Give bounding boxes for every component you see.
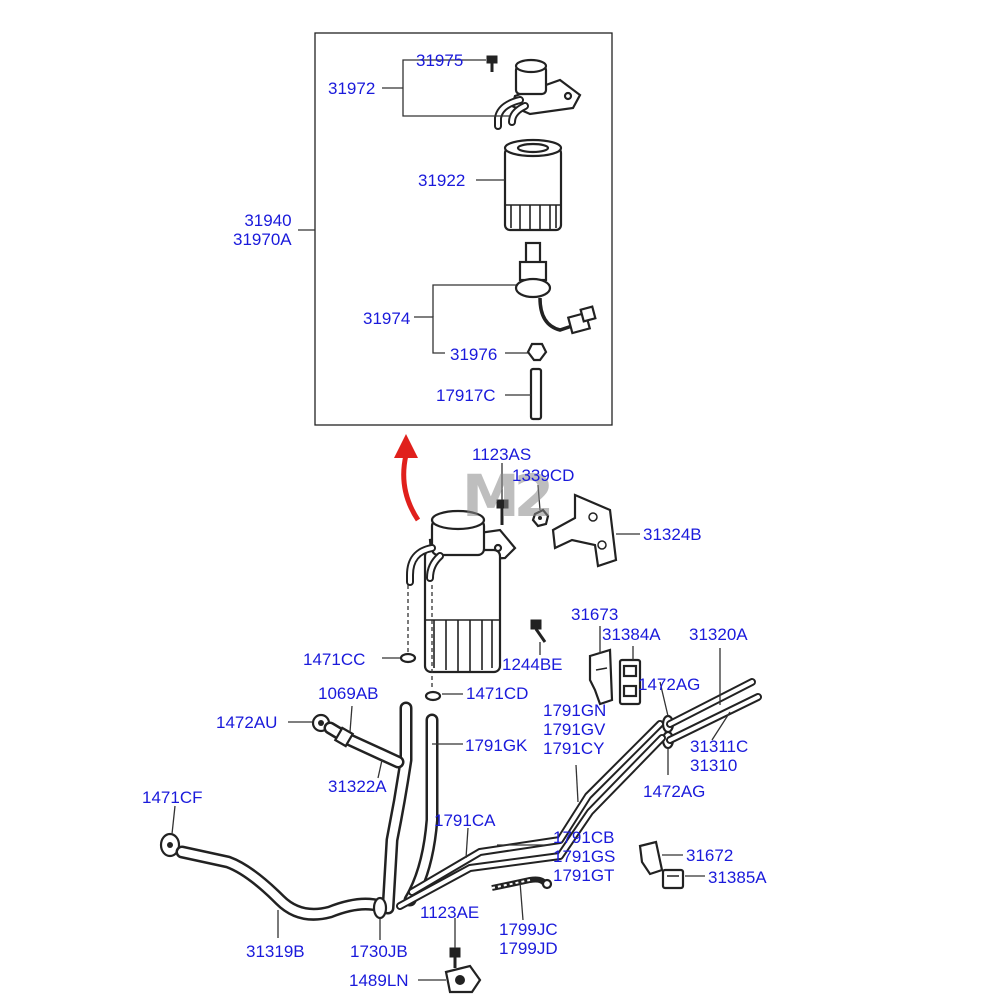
label-1472ag-top: 1472AG	[638, 675, 701, 694]
red-arrow-head	[394, 434, 418, 458]
label-1123as: 1123AS	[472, 445, 532, 464]
label-31672: 31672	[686, 846, 734, 865]
label-31311c-31310: 31311C 31310	[690, 737, 749, 775]
clip-31673	[588, 648, 614, 706]
bolt-part	[486, 55, 498, 72]
label-1791gn-gv-cy: 1791GN 1791GV 1791CY	[543, 701, 607, 758]
label-1730jb: 1730JB	[350, 942, 408, 961]
label-31922: 31922	[418, 171, 466, 190]
label-31976: 31976	[450, 345, 498, 364]
label-31974: 31974	[363, 309, 411, 328]
watermark-logo: M2	[462, 462, 554, 530]
label-31384a: 31384A	[602, 625, 661, 644]
filter-assembly-part	[406, 509, 517, 674]
nut-1339cd	[531, 508, 550, 528]
label-1339cd: 1339CD	[512, 466, 575, 485]
label-1244be: 1244BE	[502, 655, 563, 674]
label-31975: 31975	[416, 51, 464, 70]
label-1791ca: 1791CA	[434, 811, 496, 830]
label-31320a: 31320A	[689, 625, 748, 644]
red-arrow-icon	[401, 454, 421, 522]
label-1471cc: 1471CC	[303, 650, 366, 669]
clamp-block-31384a	[618, 658, 642, 706]
label-1472ag-bottom: 1472AG	[643, 782, 706, 801]
connector-1069ab	[333, 726, 355, 748]
label-1791gk: 1791GK	[465, 736, 528, 755]
detail-box	[314, 32, 613, 426]
bracket-31324b	[551, 493, 618, 568]
label-31385a: 31385A	[708, 868, 767, 887]
hose-clamp-1730jb	[372, 896, 388, 920]
filter-cartridge-part	[503, 138, 563, 232]
label-31940-31970a: 31940 31970A	[233, 211, 292, 249]
label-31319b: 31319B	[246, 942, 305, 961]
label-1069ab: 1069AB	[318, 684, 379, 703]
label-31324b: 31324B	[643, 525, 702, 544]
drain-hose-part	[529, 367, 543, 421]
label-1489ln: 1489LN	[349, 971, 409, 990]
label-1799jc-jd: 1799JC 1799JD	[499, 920, 558, 958]
grommet-1471cd	[424, 690, 442, 702]
hose-clamp-1471cf	[159, 832, 181, 858]
label-31972: 31972	[328, 79, 376, 98]
label-1471cf: 1471CF	[142, 788, 203, 807]
label-1472au: 1472AU	[216, 713, 278, 732]
label-1791cb-gs-gt: 1791CB 1791GS 1791GT	[553, 828, 616, 885]
water-sensor-part	[514, 241, 597, 335]
label-31322a: 31322A	[328, 777, 387, 796]
drain-plug-part	[526, 342, 548, 362]
label-1471cd: 1471CD	[466, 684, 529, 703]
bolt-1244be	[530, 619, 547, 643]
clip-31385a	[661, 868, 685, 890]
label-17917c: 17917C	[436, 386, 496, 405]
filter-head-part	[494, 58, 582, 130]
grommet-1471cc	[399, 652, 417, 664]
fuel-line-1791cb	[408, 720, 664, 896]
wire-harness-1799jc	[491, 876, 553, 891]
bolt-1123ae	[449, 947, 461, 968]
label-1123ae: 1123AE	[420, 903, 480, 922]
label-31673: 31673	[571, 605, 619, 624]
clip-1489ln	[444, 964, 482, 994]
clip-31672	[638, 840, 664, 876]
